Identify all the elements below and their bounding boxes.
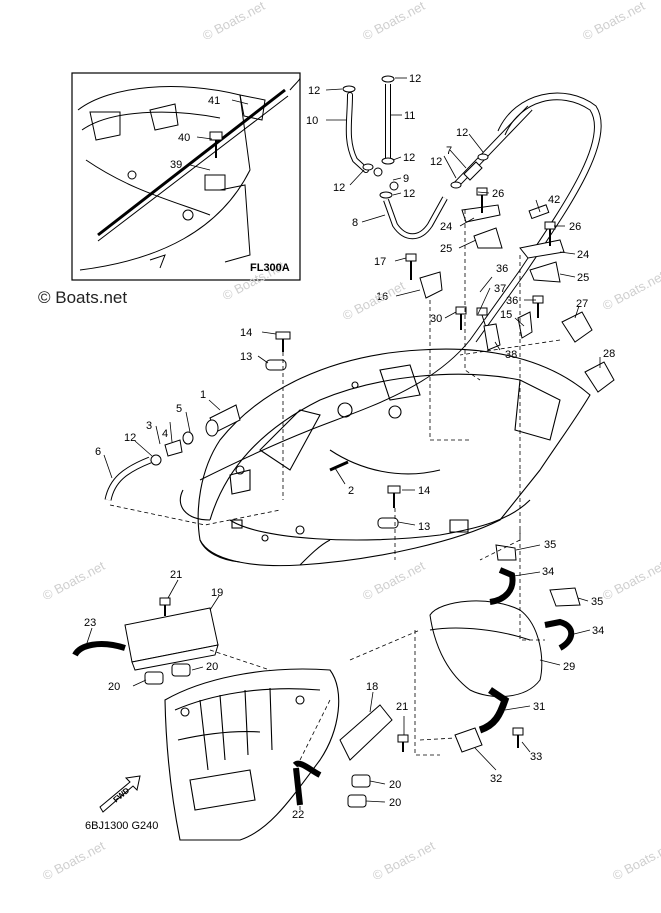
inset-label: FL300A xyxy=(250,262,290,274)
grommet-parts-left xyxy=(104,331,401,529)
callout-c12g: 12 xyxy=(430,156,442,168)
callout-c29: 29 xyxy=(563,661,575,673)
callout-c10: 10 xyxy=(306,115,318,127)
callout-c24b: 24 xyxy=(577,249,589,261)
inset-bolt-40 xyxy=(209,131,223,158)
callout-c26b: 26 xyxy=(569,221,581,233)
callout-c40: 40 xyxy=(178,132,190,144)
callout-c27: 27 xyxy=(576,298,588,310)
callout-c12f: 12 xyxy=(456,127,468,139)
callout-c26a: 26 xyxy=(492,188,504,200)
callout-c41: 41 xyxy=(208,95,220,107)
callout-c39: 39 xyxy=(170,159,182,171)
callout-c23: 23 xyxy=(84,617,96,629)
inset-detail xyxy=(71,72,301,281)
drawing-code: 6BJ1300 G240 xyxy=(85,820,159,832)
callout-c22: 22 xyxy=(292,809,304,821)
leader-lines xyxy=(85,77,601,810)
callout-c14b: 14 xyxy=(418,485,430,497)
callout-c20c: 20 xyxy=(389,779,401,791)
callout-c24a: 24 xyxy=(440,221,452,233)
callout-c35b: 35 xyxy=(591,596,603,608)
callout-c36a: 36 xyxy=(496,263,508,275)
hose-group-upper xyxy=(199,75,602,481)
callout-c30: 30 xyxy=(430,313,442,325)
callout-c19: 19 xyxy=(211,587,223,599)
lower-left-parts xyxy=(72,597,409,808)
callout-c1: 1 xyxy=(200,389,206,401)
bottom-cowling xyxy=(179,348,591,567)
callout-c8: 8 xyxy=(352,217,358,229)
callout-c21a: 21 xyxy=(170,569,182,581)
callout-c14a: 14 xyxy=(240,327,252,339)
callout-c28: 28 xyxy=(603,348,615,360)
callout-c2: 2 xyxy=(348,485,354,497)
callout-c17: 17 xyxy=(374,256,386,268)
callout-c20b: 20 xyxy=(206,661,218,673)
callout-c31: 31 xyxy=(533,701,545,713)
callout-c20d: 20 xyxy=(389,797,401,809)
callout-c11: 11 xyxy=(404,110,415,122)
callout-c38: 38 xyxy=(505,349,517,361)
callout-c35a: 35 xyxy=(544,539,556,551)
callout-c12a: 12 xyxy=(308,85,320,97)
bracket-group-right xyxy=(405,187,615,393)
callout-c7: 7 xyxy=(446,145,452,157)
callout-c13a: 13 xyxy=(240,351,252,363)
fwd-arrow: FWD xyxy=(99,775,141,813)
callout-c12b: 12 xyxy=(409,73,421,85)
callout-c34b: 34 xyxy=(592,625,604,637)
callout-c16: 16 xyxy=(376,291,388,303)
callout-c15: 15 xyxy=(500,309,512,321)
callout-c12d: 12 xyxy=(333,182,345,194)
callout-c6: 6 xyxy=(95,446,101,458)
callout-c18: 18 xyxy=(366,681,378,693)
callout-c25b: 25 xyxy=(577,272,589,284)
callout-c20a: 20 xyxy=(108,681,120,693)
callout-c25a: 25 xyxy=(440,243,452,255)
callout-c42: 42 xyxy=(548,194,560,206)
apron-lower xyxy=(164,668,340,841)
callout-c12c: 12 xyxy=(403,152,415,164)
callout-c21b: 21 xyxy=(396,701,408,713)
lower-right-parts xyxy=(429,544,581,753)
callout-c9: 9 xyxy=(403,173,409,185)
callout-c13b: 13 xyxy=(418,521,430,533)
callout-c37: 37 xyxy=(494,283,506,295)
callout-c12e: 12 xyxy=(403,188,415,200)
callout-c36b: 36 xyxy=(506,295,518,307)
callout-c12h: 12 xyxy=(124,432,136,444)
callout-c34a: 34 xyxy=(542,566,554,578)
callout-c33: 33 xyxy=(530,751,542,763)
callout-c32: 32 xyxy=(490,773,502,785)
callout-c4: 4 xyxy=(162,428,168,440)
callout-c3: 3 xyxy=(146,420,152,432)
copyright-notice: © Boats.net xyxy=(38,288,128,307)
callout-c5: 5 xyxy=(176,403,182,415)
